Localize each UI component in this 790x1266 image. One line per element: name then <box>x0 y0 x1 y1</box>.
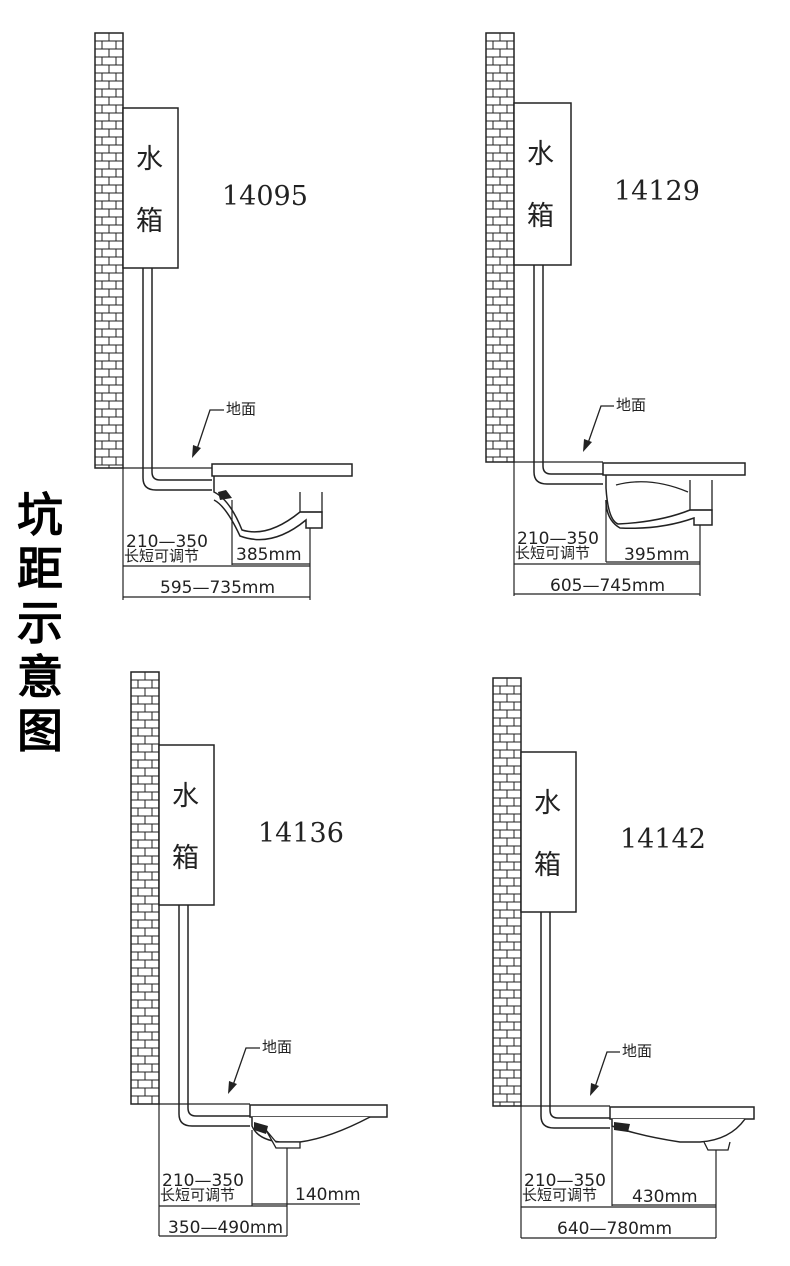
toilet-trap <box>615 481 689 493</box>
tank-label: 箱 <box>534 850 561 881</box>
water-tank <box>520 751 577 913</box>
adjust-label: 长短可调节 <box>124 547 199 565</box>
total-distance: 605—745mm <box>550 576 665 596</box>
floor-arrow-head <box>228 1081 237 1094</box>
toilet-trap <box>614 1122 630 1132</box>
adjust-label: 长短可调节 <box>160 1186 235 1204</box>
total-distance: 350—490mm <box>168 1218 283 1238</box>
brick-wall <box>94 32 124 469</box>
tank-label: 水 <box>534 788 561 819</box>
flush-pipe <box>142 268 212 491</box>
floor-arrow <box>586 405 614 447</box>
diagram-14136: 水 箱 14136 地面 210—350 长短可调节 140mm 350—490… <box>0 0 400 1238</box>
tank-label: 水 <box>527 139 554 170</box>
title-char: 图 <box>17 704 63 758</box>
toilet-pan-rim <box>211 463 353 477</box>
floor-arrow-head <box>583 439 592 452</box>
adjust-label: 长短可调节 <box>515 544 590 562</box>
model-number: 14142 <box>620 824 706 855</box>
floor-arrow <box>195 409 224 453</box>
title-char: 坑 <box>17 488 63 542</box>
toilet-trap <box>254 1122 268 1134</box>
outlet-distance: 430mm <box>632 1187 698 1207</box>
brick-wall <box>130 671 160 1105</box>
adjust-range: 210—350 <box>126 532 208 552</box>
model-number: 14136 <box>258 818 344 849</box>
adjust-range: 210—350 <box>162 1171 244 1191</box>
tank-label: 箱 <box>136 206 163 237</box>
diagram-14142: 水 箱 14142 地面 210—350 长短可调节 430mm 640—780… <box>0 0 755 1239</box>
flush-pipe-inner <box>187 905 250 1117</box>
floor-arrow-head <box>192 445 201 458</box>
floor-arrow-head <box>590 1083 599 1096</box>
toilet-outlet <box>703 1141 731 1151</box>
flush-pipe-inner <box>151 268 212 481</box>
title-char: 示 <box>17 596 63 650</box>
adjust-range: 210—350 <box>517 529 599 549</box>
toilet-pan-body <box>611 1118 746 1143</box>
outlet-distance: 140mm <box>295 1185 361 1205</box>
model-number: 14129 <box>614 176 700 207</box>
toilet-pan-rim <box>602 462 746 476</box>
water-tank <box>158 744 215 906</box>
floor-label: 地面 <box>622 1042 652 1060</box>
toilet-outlet <box>299 492 323 513</box>
water-tank <box>122 107 179 269</box>
tank-label: 箱 <box>527 201 554 232</box>
adjust-label: 长短可调节 <box>522 1186 597 1204</box>
toilet-drawing: 水 箱 14095 地面 210—350 长短可调节 385mm 595—735… <box>94 32 353 600</box>
floor-label: 地面 <box>262 1038 292 1056</box>
flush-pipe <box>178 905 250 1127</box>
total-distance: 595—735mm <box>160 578 275 598</box>
floor-label: 地面 <box>616 396 646 414</box>
flush-pipe-inner <box>549 912 610 1119</box>
brick-wall <box>485 32 515 463</box>
diagram-14129: 水 箱 14129 地面 210—350 长短可调节 395mm 605—745… <box>0 0 746 640</box>
toilet-pan-body <box>213 476 323 541</box>
title-char: 距 <box>17 542 63 596</box>
floor-arrow <box>231 1047 260 1089</box>
flush-pipe-inner <box>542 265 603 475</box>
flush-pipe <box>533 265 603 485</box>
floor-arrow <box>593 1051 620 1091</box>
toilet-outlet <box>265 1129 301 1149</box>
toilet-pan-body <box>605 475 713 530</box>
tank-label: 水 <box>172 781 199 812</box>
toilet-pan-rim <box>609 1106 755 1120</box>
tank-label: 水 <box>136 144 163 175</box>
toilet-drawing: 水 箱 14129 地面 210—350 长短可调节 395mm 605—745… <box>485 32 746 596</box>
flush-pipe <box>540 912 610 1129</box>
total-distance: 640—780mm <box>557 1219 672 1239</box>
toilet-outlet <box>689 480 713 511</box>
outlet-distance: 395mm <box>624 545 690 565</box>
diagram-14095: 水 箱 14095 地面 210—350 长短可调节 385mm 595—735… <box>0 0 400 640</box>
title-char: 意 <box>17 650 63 704</box>
brick-wall <box>492 677 522 1107</box>
floor-label: 地面 <box>226 400 256 418</box>
outlet-distance: 385mm <box>236 545 302 565</box>
toilet-trap <box>218 490 232 500</box>
tank-label: 箱 <box>172 843 199 874</box>
model-number: 14095 <box>222 181 308 212</box>
diagram-title: 坑 距 示 意 图 <box>10 488 70 758</box>
adjust-range: 210—350 <box>524 1171 606 1191</box>
